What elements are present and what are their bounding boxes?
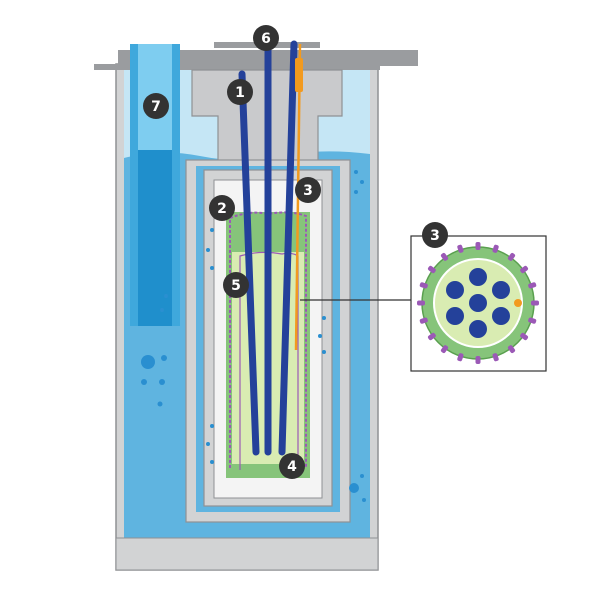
inset-probe	[528, 317, 537, 324]
inset-rod	[469, 268, 487, 286]
callout-badge	[209, 195, 235, 221]
bubble	[141, 355, 155, 369]
callout-7: 7	[143, 93, 169, 119]
pipe-water-column	[136, 150, 174, 326]
callout-number: 1	[235, 85, 245, 101]
rod-1	[238, 70, 260, 456]
inset-rod	[446, 307, 464, 325]
callout-number: 3	[430, 228, 440, 244]
callout-number: 6	[261, 31, 271, 47]
callout-badge	[422, 222, 448, 248]
callout-number: 2	[217, 201, 227, 217]
lid-rail	[94, 64, 380, 70]
inset-probe	[417, 300, 425, 306]
inset-rod	[469, 320, 487, 338]
inset-probe	[520, 265, 529, 274]
bubble	[210, 460, 214, 464]
inset-probe	[475, 242, 481, 250]
inset-probe	[419, 317, 428, 324]
inset-sensor	[514, 299, 522, 307]
callout-badge	[223, 272, 249, 298]
inset-probe	[427, 265, 436, 274]
vessel-floor	[115, 537, 379, 571]
sensor-head	[295, 58, 303, 92]
control-rods	[238, 40, 412, 456]
inset-rods	[446, 268, 510, 338]
callout-5: 5	[223, 272, 249, 298]
bubble	[157, 401, 163, 407]
bubble	[210, 424, 214, 428]
inset-probe	[507, 345, 516, 354]
bubble	[164, 294, 168, 298]
callout-badge	[295, 177, 321, 203]
callout-number: 5	[231, 278, 241, 294]
bubble	[318, 334, 322, 338]
callout-badge	[143, 93, 169, 119]
callout-badge	[227, 79, 253, 105]
callout-inset: 3	[422, 222, 448, 248]
bubble	[206, 248, 210, 252]
bubble	[210, 228, 214, 232]
pipe-left-edge	[130, 44, 138, 326]
inset-probe	[531, 300, 539, 306]
inset-probe	[457, 244, 464, 253]
inset-probe	[427, 332, 436, 341]
bubble	[322, 316, 326, 320]
inset-probes	[417, 242, 539, 364]
callout-number: 3	[303, 183, 313, 199]
inset-rod	[492, 307, 510, 325]
inset-probe	[440, 345, 449, 354]
callout-number: 7	[151, 99, 161, 115]
bubble	[360, 180, 364, 184]
inset-probe	[440, 252, 449, 261]
bubble	[141, 379, 147, 385]
bubble	[159, 379, 165, 385]
callout-badge	[253, 25, 279, 51]
rod-3	[278, 40, 298, 456]
callout-4: 4	[279, 453, 305, 479]
bubbles	[141, 170, 366, 502]
cooling-pipe	[130, 44, 180, 326]
callout-2: 2	[209, 195, 235, 221]
bubble	[360, 474, 364, 478]
inset-probe	[507, 252, 516, 261]
bubble	[322, 350, 326, 354]
inset-probe	[457, 353, 464, 362]
bubble	[161, 355, 167, 361]
cross-section-inset	[410, 235, 547, 372]
inset-probe	[492, 244, 499, 253]
bubble	[160, 308, 164, 312]
inset-probe	[520, 332, 529, 341]
callout-number: 4	[287, 459, 297, 475]
callout-1: 1	[227, 79, 253, 105]
inset-probe	[528, 282, 537, 289]
inset-rod	[469, 294, 487, 312]
bubble	[210, 266, 214, 270]
callout-badge	[279, 453, 305, 479]
inset-rod	[446, 281, 464, 299]
inset-probe	[475, 356, 481, 364]
pipe-right-edge	[172, 44, 180, 326]
bubble	[206, 442, 210, 446]
bubble	[362, 498, 366, 502]
callout-6: 6	[253, 25, 279, 51]
callout-3: 3	[295, 177, 321, 203]
bubble	[354, 170, 358, 174]
bubble	[349, 483, 359, 493]
inset-probe	[419, 282, 428, 289]
inset-probe	[492, 353, 499, 362]
inset-rod	[492, 281, 510, 299]
bubble	[354, 190, 358, 194]
